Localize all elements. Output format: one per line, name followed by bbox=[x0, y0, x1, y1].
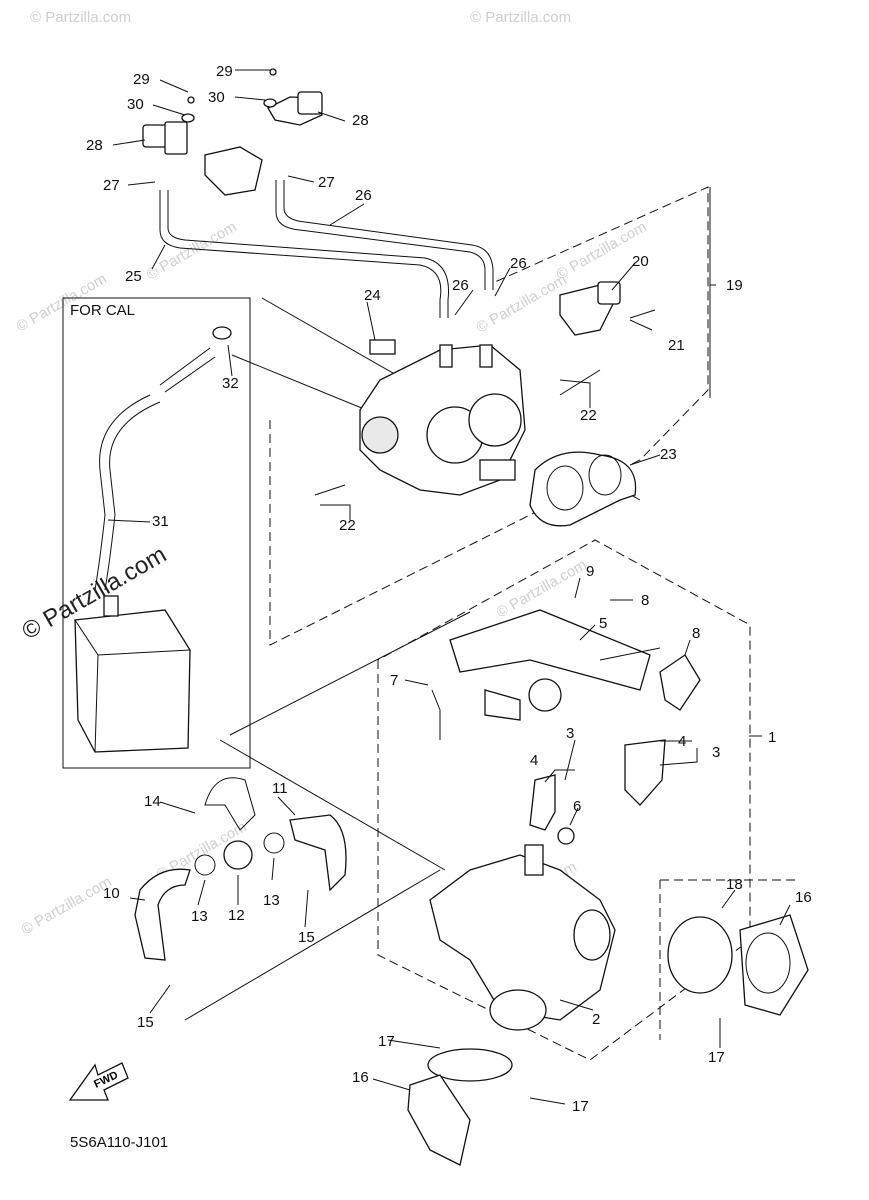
callout-13: 13 bbox=[191, 908, 208, 925]
callout-9: 9 bbox=[586, 563, 594, 580]
callout-31: 31 bbox=[152, 513, 169, 530]
callout-12: 12 bbox=[228, 907, 245, 924]
callout-16: 16 bbox=[795, 889, 812, 906]
throttle-body bbox=[314, 281, 656, 527]
callout-26: 26 bbox=[452, 277, 469, 294]
callout-23: 23 bbox=[660, 446, 677, 463]
callout-21: 21 bbox=[668, 337, 685, 354]
callout-17: 17 bbox=[378, 1033, 395, 1050]
lower-assembly bbox=[134, 609, 809, 1166]
for-cal-label: FOR CAL bbox=[70, 302, 135, 319]
callout-15: 15 bbox=[298, 929, 315, 946]
callout-28: 28 bbox=[86, 137, 103, 154]
part-code: 5S6A110-J101 bbox=[70, 1134, 168, 1151]
for-cal-box bbox=[62, 297, 251, 769]
callout-3: 3 bbox=[712, 744, 720, 761]
callout-27: 27 bbox=[103, 177, 120, 194]
callout-17: 17 bbox=[708, 1049, 725, 1066]
callout-10: 10 bbox=[103, 885, 120, 902]
callout-7: 7 bbox=[390, 672, 398, 689]
watermark: © Partzilla.com bbox=[470, 9, 571, 26]
callout-8: 8 bbox=[641, 592, 649, 609]
watermark: © Partzilla.com bbox=[554, 218, 650, 283]
callout-26: 26 bbox=[355, 187, 372, 204]
callout-32: 32 bbox=[222, 375, 239, 392]
callout-18: 18 bbox=[726, 876, 743, 893]
callout-24: 24 bbox=[364, 287, 381, 304]
callout-25: 25 bbox=[125, 268, 142, 285]
callout-11: 11 bbox=[272, 780, 288, 797]
top-sensor-parts bbox=[142, 68, 494, 318]
callout-4: 4 bbox=[530, 752, 538, 769]
callout-14: 14 bbox=[144, 793, 161, 810]
callout-4: 4 bbox=[678, 733, 686, 750]
callout-13: 13 bbox=[263, 892, 280, 909]
callout-26: 26 bbox=[510, 255, 527, 272]
callout-20: 20 bbox=[632, 253, 649, 270]
callout-19: 19 bbox=[726, 277, 743, 294]
callout-leaders bbox=[107, 69, 791, 1105]
callout-8: 8 bbox=[692, 625, 700, 642]
callout-6: 6 bbox=[573, 798, 581, 815]
callout-22: 22 bbox=[580, 407, 597, 424]
callout-2: 2 bbox=[592, 1011, 600, 1028]
callout-5: 5 bbox=[599, 615, 607, 632]
callout-29: 29 bbox=[216, 63, 233, 80]
fwd-arrow: FWD bbox=[68, 1062, 129, 1101]
callout-15: 15 bbox=[137, 1014, 154, 1031]
callout-30: 30 bbox=[127, 96, 144, 113]
callout-17: 17 bbox=[572, 1098, 589, 1115]
callout-22: 22 bbox=[339, 517, 356, 534]
watermark: © Partzilla.com bbox=[30, 9, 131, 26]
callout-16: 16 bbox=[352, 1069, 369, 1086]
watermark: © Partzilla.com bbox=[474, 271, 570, 336]
callout-3: 3 bbox=[566, 725, 574, 742]
callout-1: 1 bbox=[768, 729, 776, 746]
callout-28: 28 bbox=[352, 112, 369, 129]
callout-29: 29 bbox=[133, 71, 150, 88]
for-cal-section: FOR CAL bbox=[62, 297, 251, 769]
callout-numbers: 29 29 30 30 28 28 27 27 26 25 26 26 24 2… bbox=[86, 63, 812, 1115]
watermark: © Partzilla.com bbox=[19, 873, 115, 938]
callout-30: 30 bbox=[208, 89, 225, 106]
callout-27: 27 bbox=[318, 174, 335, 191]
